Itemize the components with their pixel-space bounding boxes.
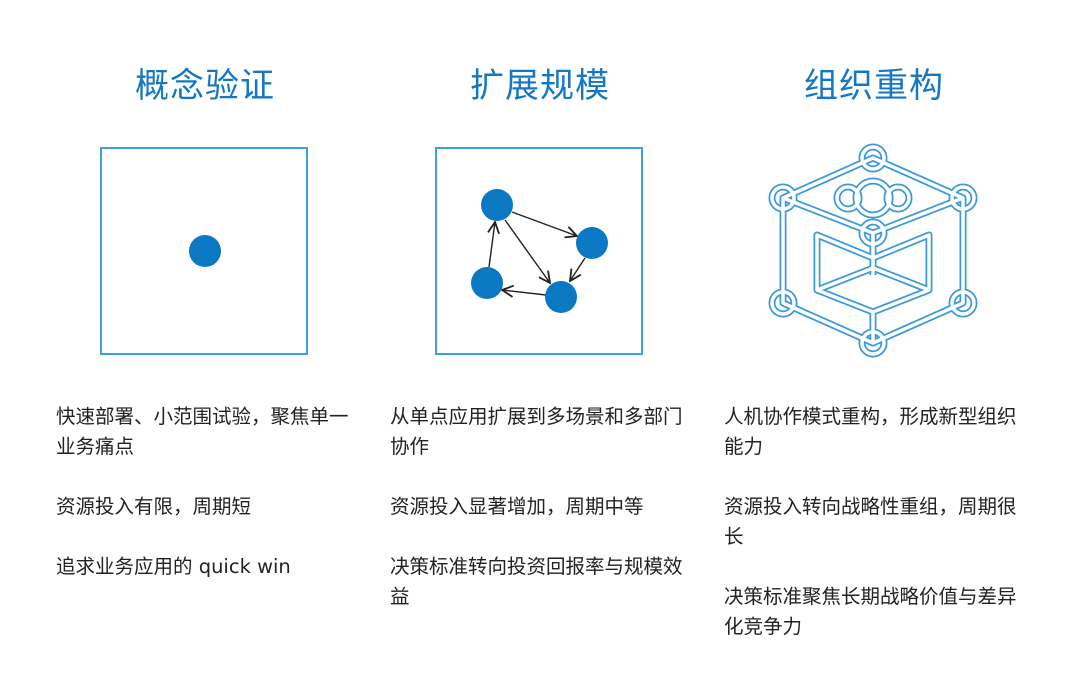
network-node [471, 267, 503, 299]
poc-point: 资源投入有限，周期短 [56, 495, 252, 518]
stage-title-scale: 扩展规模 [470, 66, 610, 106]
network-node [481, 189, 513, 221]
reorg-point: 资源投入转向战略性重组，周期很长 [724, 495, 1017, 548]
reorg-point: 人机协作模式重构，形成新型组织能力 [724, 405, 1017, 458]
scale-point: 从单点应用扩展到多场景和多部门协作 [390, 405, 683, 458]
poc-point: 追求业务应用的 quick win [56, 555, 291, 578]
stage-title-poc: 概念验证 [135, 66, 275, 106]
stage-title-reorg: 组织重构 [804, 66, 944, 106]
single-node-icon [189, 235, 221, 267]
scale-point: 资源投入显著增加，周期中等 [390, 495, 644, 518]
reorg-description: 人机协作模式重构，形成新型组织能力 资源投入转向战略性重组，周期很长 决策标准聚… [724, 402, 1024, 672]
network-node [576, 227, 608, 259]
network-node [545, 281, 577, 313]
scale-illustration-frame [435, 147, 643, 355]
poc-description: 快速部署、小范围试验，聚焦单一业务痛点 资源投入有限，周期短 追求业务应用的 q… [56, 402, 356, 612]
scale-description: 从单点应用扩展到多场景和多部门协作 资源投入显著增加，周期中等 决策标准转向投资… [390, 402, 690, 642]
reorg-point: 决策标准聚焦长期战略价值与差异化竞争力 [724, 585, 1017, 638]
poc-point: 快速部署、小范围试验，聚焦单一业务痛点 [56, 405, 349, 458]
poc-illustration-frame [100, 147, 308, 355]
scale-point: 决策标准转向投资回报率与规模效益 [390, 555, 683, 608]
network-graph-icon [489, 211, 586, 295]
cube-network-icon [772, 147, 974, 354]
